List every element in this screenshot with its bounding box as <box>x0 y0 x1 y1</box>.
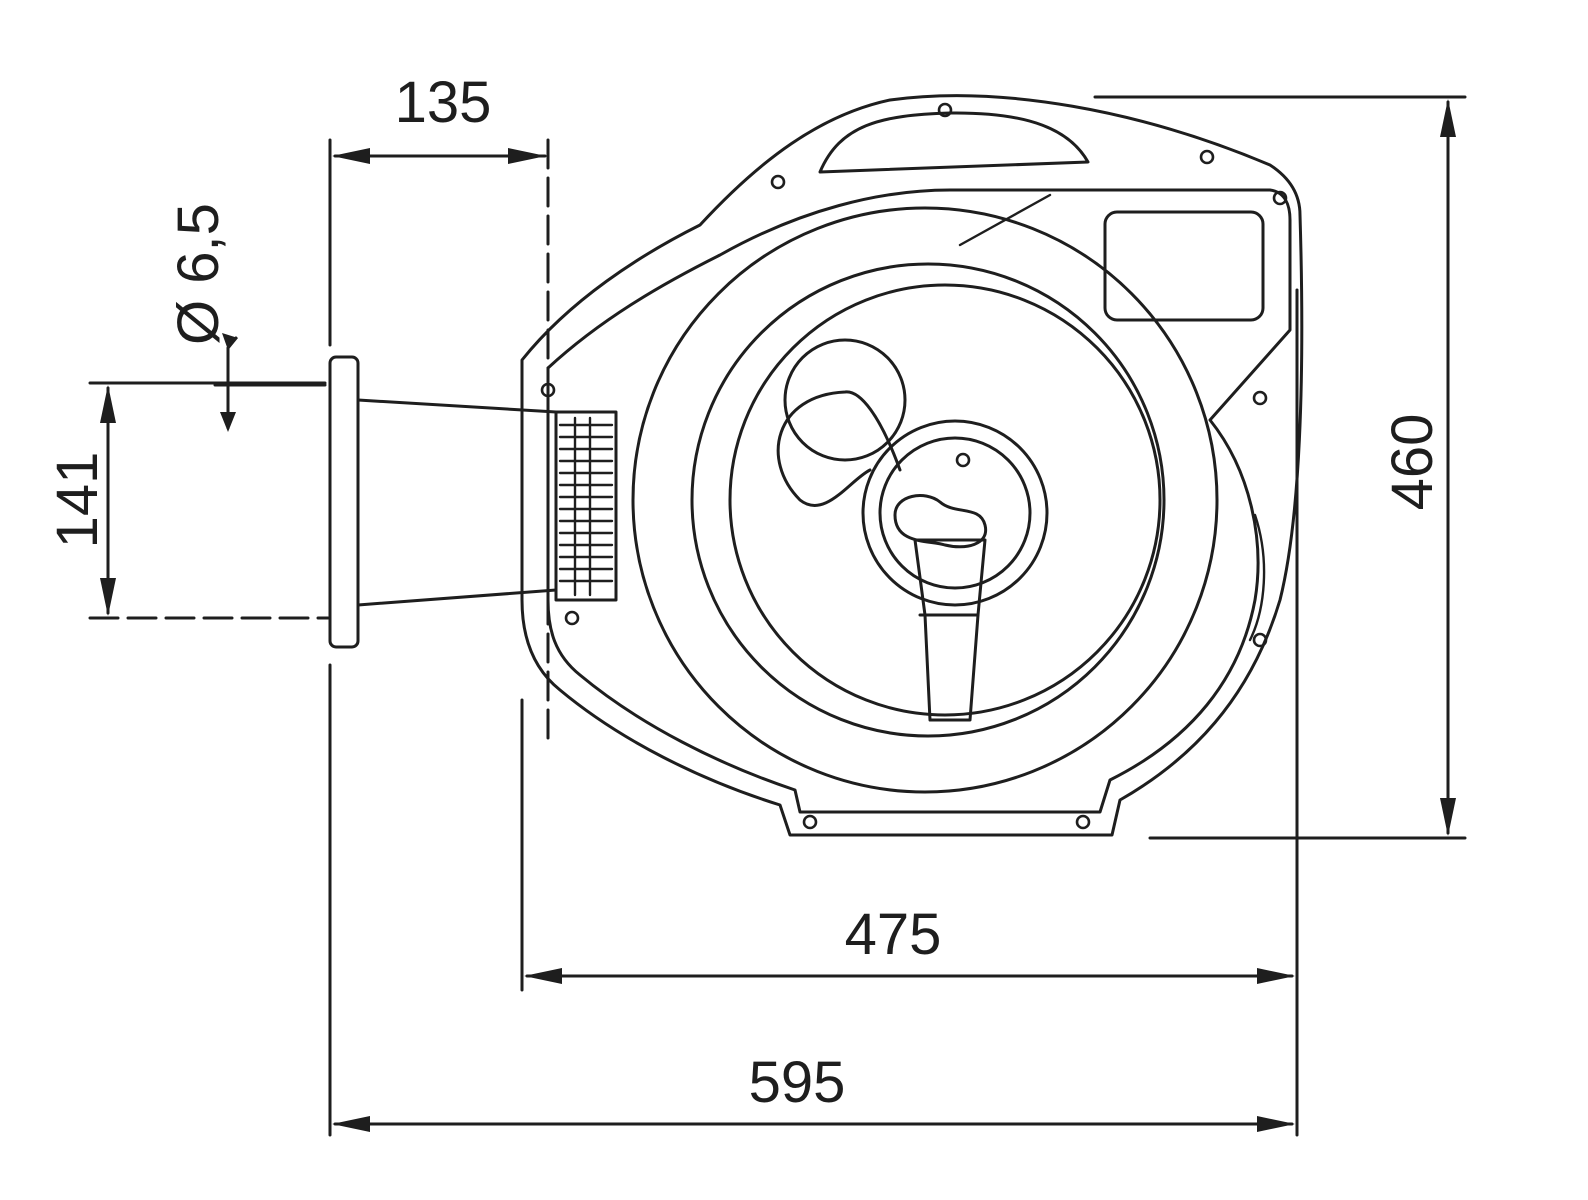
hose-guide-mount <box>213 346 618 649</box>
wall-bracket <box>328 355 360 649</box>
dimension-labels: 135 Ø 6,5 141 460 475 595 <box>45 70 1445 1115</box>
dim-label-135: 135 <box>395 70 492 135</box>
dim-label-141: 141 <box>45 452 110 549</box>
hose-guide-box <box>554 410 618 602</box>
crank-lever <box>913 538 987 722</box>
reel-housing <box>520 94 1304 837</box>
dim-label-diameter: Ø 6,5 <box>166 203 231 345</box>
dim-label-595: 595 <box>749 1050 846 1115</box>
dimension-lines <box>88 95 1467 1137</box>
hub-outer <box>861 419 1049 607</box>
drum-inner <box>728 283 1162 717</box>
drum-ring <box>690 262 1166 738</box>
dim-label-460: 460 <box>1380 414 1445 511</box>
hub-inner <box>878 436 1032 590</box>
drum-outer <box>631 206 1219 794</box>
crank-grip <box>893 494 988 549</box>
dim-label-475: 475 <box>845 902 942 967</box>
label-plate <box>1103 210 1265 322</box>
spool-hole <box>783 338 907 462</box>
